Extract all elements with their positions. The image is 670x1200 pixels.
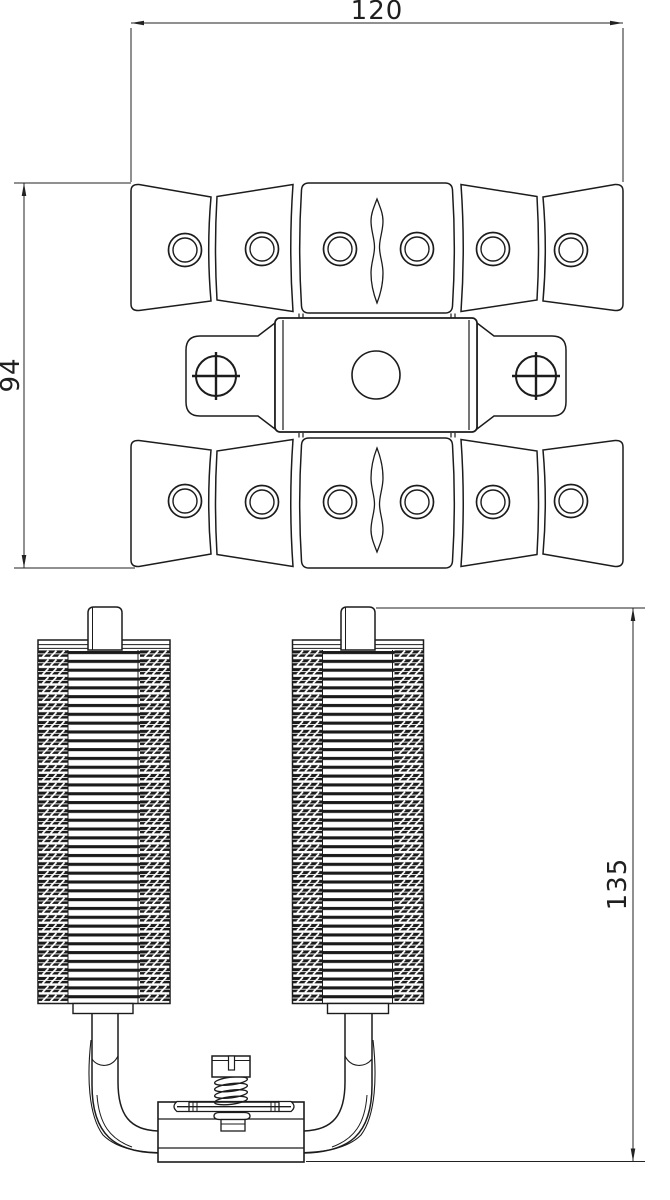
right-heatpipe	[303, 1013, 376, 1154]
dim-top-width: 120	[130, 0, 624, 182]
top-view	[130, 182, 624, 569]
left-fin-tower	[37, 606, 171, 1015]
left-screw	[192, 352, 240, 400]
fin-row-bottom	[130, 437, 624, 569]
dim-label-120: 120	[351, 0, 404, 26]
center-block	[185, 317, 567, 433]
dimension-annotations: 120 94 135	[0, 0, 645, 1162]
left-heatpipe-top	[87, 606, 123, 651]
right-fin-tower	[291, 606, 425, 1015]
screw-slot	[227, 1055, 236, 1071]
left-heatpipe	[88, 1013, 159, 1154]
side-view	[37, 606, 425, 1163]
left-tower-base-plate	[72, 1002, 134, 1015]
fin-row-top	[130, 182, 624, 314]
right-heatpipe-top	[340, 606, 376, 651]
center-hole	[351, 350, 401, 400]
mounting-bracket	[173, 1100, 295, 1113]
fin-block-connectors	[298, 313, 456, 438]
dim-label-94: 94	[0, 357, 26, 392]
dim-right-height: 135	[306, 607, 645, 1162]
screw-head	[211, 1055, 251, 1078]
right-screw	[512, 352, 560, 400]
washer	[213, 1111, 251, 1121]
dim-label-135: 135	[603, 858, 633, 911]
spring	[213, 1076, 249, 1106]
right-tower-base-plate	[326, 1002, 390, 1015]
dim-left-height: 94	[0, 182, 135, 569]
nut	[220, 1118, 246, 1132]
center-block-body	[274, 317, 478, 433]
spring-screw-assembly	[211, 1055, 251, 1132]
center-block-inner-edges	[282, 320, 470, 430]
